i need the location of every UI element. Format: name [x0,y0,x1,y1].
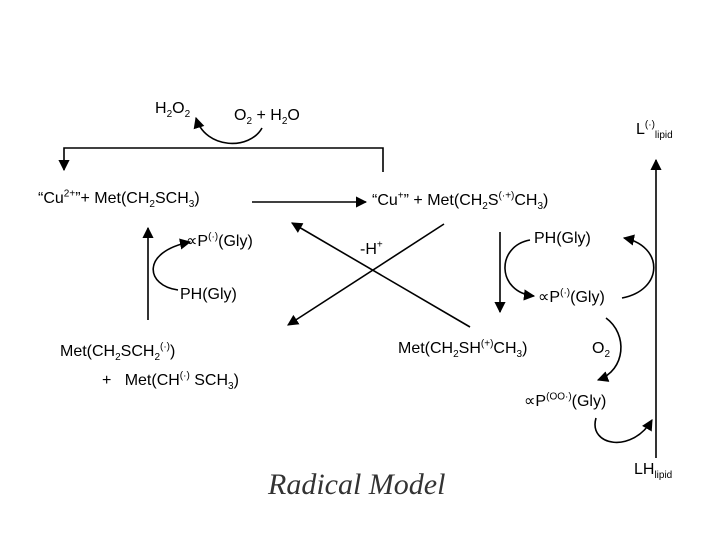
met-sh-to-upper-left-arrow [291,222,471,328]
plus-met-ch-radical-label: + Met(CH(·) SCH3) [102,370,239,393]
alpha-p-radical-left-label: ∝P(·)(Gly) [186,231,253,250]
o2-plus-h2o-label: O2 + H2O [234,107,300,128]
diagram-title: Radical Model [268,468,446,501]
minus-h-plus-label: -H+ [360,239,383,258]
h2o2-label: H2O2 [155,100,191,121]
cu1-to-lower-left-arrow [287,223,445,326]
l-lipid-radical-label: L(·)lipid [636,119,673,142]
met-ch2sh-cation-label: Met(CH2SH(+)CH3) [398,338,528,361]
ph-gly-right-label: PH(Gly) [534,230,591,247]
h2o2-curve-arrow [193,116,263,145]
top-bracket-arrow [58,147,384,172]
cu2-met-label: “Cu2+”+ Met(CH2SCH3) [38,188,200,211]
ph-gly-left-label: PH(Gly) [180,286,237,303]
right-curve-arrow-inner [504,239,536,301]
left-curve-arrow [152,238,192,291]
o2-curve-arrow [596,317,622,382]
lh-curve-arrow [594,417,653,444]
right-curve-arrow-outer [621,234,655,299]
met-ch2sch2-radical-label: Met(CH2SCH2(·)) [60,341,176,364]
alpha-p-radical-right-label: ∝P(·)(Gly) [538,287,605,306]
lh-lipid-label: LHlipid [634,461,673,482]
alpha-p-peroxyl-label: ∝P(OO·)(Gly) [524,391,607,410]
cu1-met-radical-cation-label: “Cu+” + Met(CH2S(·+)CH3) [372,190,549,213]
o2-right-label: O2 [592,340,611,361]
